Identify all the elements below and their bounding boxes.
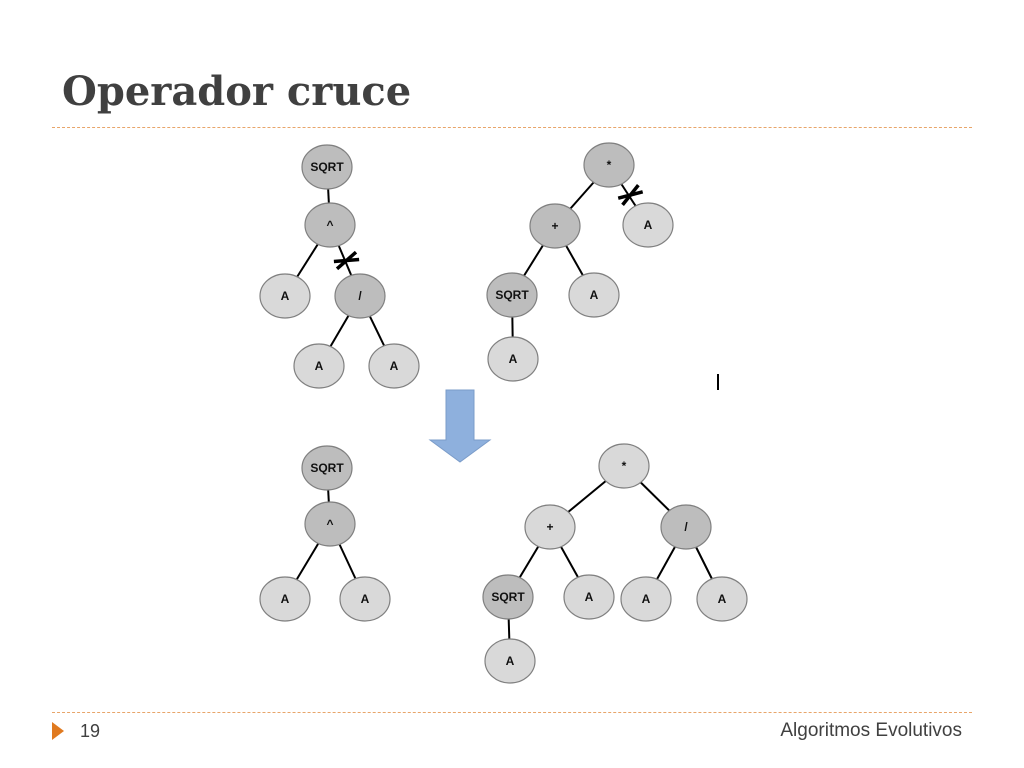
tree-node: ^: [304, 202, 356, 248]
tree-node-shape: [368, 343, 420, 389]
text-cursor-mark: [717, 374, 719, 390]
tree-node: A: [339, 576, 391, 622]
tree-node-label: /: [358, 289, 362, 303]
tree-node-label: SQRT: [310, 160, 344, 174]
tree-node-shape: [304, 202, 356, 248]
tree-node-label: A: [718, 592, 727, 606]
tree-node: SQRT: [301, 144, 353, 190]
tree-node-label: A: [315, 359, 324, 373]
tree-node-label: ^: [326, 517, 333, 531]
tree-node-shape: [484, 638, 536, 684]
tree-node-label: A: [390, 359, 399, 373]
tree-node-shape: [301, 445, 353, 491]
tree-node-shape: [334, 273, 386, 319]
title-divider: [52, 127, 972, 128]
tree-node-shape: [563, 574, 615, 620]
tree-node-label: A: [281, 289, 290, 303]
tree-node-shape: [568, 272, 620, 318]
tree-node: +: [529, 203, 581, 249]
tree-node-label: A: [642, 592, 651, 606]
tree-node: *: [598, 443, 650, 489]
tree-node: SQRT: [482, 574, 534, 620]
tree-node: *: [583, 142, 635, 188]
footer-title: Algoritmos Evolutivos: [780, 720, 962, 741]
tree-node: A: [563, 574, 615, 620]
tree-node-shape: [660, 504, 712, 550]
tree-node-shape: [583, 142, 635, 188]
tree-node-shape: [696, 576, 748, 622]
tree-node: SQRT: [486, 272, 538, 318]
tree-node-label: A: [361, 592, 370, 606]
tree-node-shape: [598, 443, 650, 489]
tree-node-label: A: [590, 288, 599, 302]
tree-node: A: [484, 638, 536, 684]
tree-node-shape: [482, 574, 534, 620]
tree-node-shape: [259, 273, 311, 319]
cut-mark: [617, 190, 644, 200]
tree-node: A: [487, 336, 539, 382]
tree-node-label: A: [644, 218, 653, 232]
tree-node-label: *: [607, 158, 612, 172]
tree-node-shape: [524, 504, 576, 550]
footer-bullet-icon: [52, 722, 64, 740]
tree-node: SQRT: [301, 445, 353, 491]
tree-node-shape: [339, 576, 391, 622]
tree-node-label: SQRT: [495, 288, 529, 302]
tree-node-label: +: [551, 219, 558, 233]
tree-node-label: SQRT: [491, 590, 525, 604]
tree-node-label: SQRT: [310, 461, 344, 475]
tree-node-label: A: [281, 592, 290, 606]
down-arrow-icon: [428, 389, 492, 463]
tree-node: /: [334, 273, 386, 319]
cut-mark: [333, 257, 360, 264]
tree-node-label: ^: [326, 218, 333, 232]
tree-node: ^: [304, 501, 356, 547]
tree-node: A: [568, 272, 620, 318]
tree-node: A: [293, 343, 345, 389]
tree-node: /: [660, 504, 712, 550]
tree-node: A: [259, 273, 311, 319]
tree-node-shape: [486, 272, 538, 318]
tree-node-label: +: [546, 520, 553, 534]
tree-node-label: A: [585, 590, 594, 604]
tree-node-label: *: [622, 459, 627, 473]
tree-node: A: [368, 343, 420, 389]
tree-node-shape: [304, 501, 356, 547]
tree-node-shape: [529, 203, 581, 249]
tree-node-shape: [487, 336, 539, 382]
tree-node: A: [696, 576, 748, 622]
slide-title: Operador cruce: [62, 68, 412, 115]
tree-node: A: [620, 576, 672, 622]
page-number: 19: [80, 721, 101, 741]
tree-node-shape: [620, 576, 672, 622]
tree-node: +: [524, 504, 576, 550]
footer-divider: [52, 712, 972, 713]
tree-node-label: A: [506, 654, 515, 668]
tree-node-shape: [259, 576, 311, 622]
tree-node-label: A: [509, 352, 518, 366]
tree-node: A: [622, 202, 674, 248]
tree-node-shape: [622, 202, 674, 248]
tree-node: A: [259, 576, 311, 622]
tree-node-shape: [293, 343, 345, 389]
tree-node-shape: [301, 144, 353, 190]
tree-node-label: /: [684, 520, 688, 534]
